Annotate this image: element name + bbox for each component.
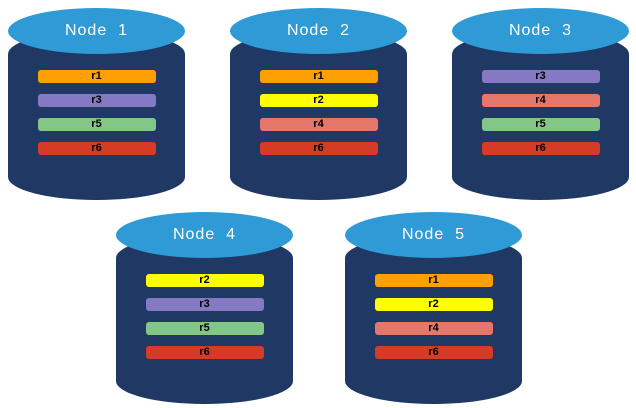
replica-bar-r4: r4 [374, 322, 493, 335]
replica-list: r1 r2 r4 r6 [374, 274, 493, 359]
replica-bar-r2: r2 [374, 298, 493, 311]
replica-bar-r5: r5 [481, 118, 600, 131]
replica-bar-r2: r2 [145, 274, 264, 287]
replica-bar-r3: r3 [37, 94, 156, 107]
replica-bar-r3: r3 [481, 70, 600, 83]
replica-bar-r6: r6 [374, 346, 493, 359]
node-label: Node 4 [172, 226, 237, 243]
replica-list: r1 r2 r4 r6 [259, 70, 378, 155]
cylinder-top: Node 1 [8, 8, 185, 54]
replica-bar-r6: r6 [145, 346, 264, 359]
replica-bar-r1: r1 [37, 70, 156, 83]
replica-bar-r6: r6 [259, 142, 378, 155]
replica-list: r3 r4 r5 r6 [481, 70, 600, 155]
replica-bar-r1: r1 [374, 274, 493, 287]
replica-bar-r1: r1 [259, 70, 378, 83]
cylinder-body [230, 31, 407, 200]
node-cylinder-1: Node 1 r1 r3 r5 r6 [8, 8, 185, 200]
cylinder-body [452, 31, 629, 200]
replica-bar-r6: r6 [37, 142, 156, 155]
node-cylinder-3: Node 3 r3 r4 r5 r6 [452, 8, 629, 200]
replica-list: r1 r3 r5 r6 [37, 70, 156, 155]
cylinder-top: Node 5 [345, 212, 522, 258]
node-label: Node 1 [64, 22, 129, 39]
node-label: Node 3 [508, 22, 573, 39]
cylinder-body [345, 235, 522, 404]
replica-bar-r3: r3 [145, 298, 264, 311]
node-label: Node 5 [401, 226, 466, 243]
replica-bar-r6: r6 [481, 142, 600, 155]
replica-bar-r2: r2 [259, 94, 378, 107]
replica-bar-r4: r4 [259, 118, 378, 131]
cylinder-top: Node 3 [452, 8, 629, 54]
cylinder-body [116, 235, 293, 404]
replica-list: r2 r3 r5 r6 [145, 274, 264, 359]
node-cylinder-4: Node 4 r2 r3 r5 r6 [116, 212, 293, 404]
node-cylinder-5: Node 5 r1 r2 r4 r6 [345, 212, 522, 404]
cylinder-body [8, 31, 185, 200]
node-cylinder-2: Node 2 r1 r2 r4 r6 [230, 8, 407, 200]
replica-bar-r5: r5 [145, 322, 264, 335]
replica-bar-r5: r5 [37, 118, 156, 131]
replica-bar-r4: r4 [481, 94, 600, 107]
cylinder-top: Node 2 [230, 8, 407, 54]
cylinder-top: Node 4 [116, 212, 293, 258]
node-label: Node 2 [286, 22, 351, 39]
